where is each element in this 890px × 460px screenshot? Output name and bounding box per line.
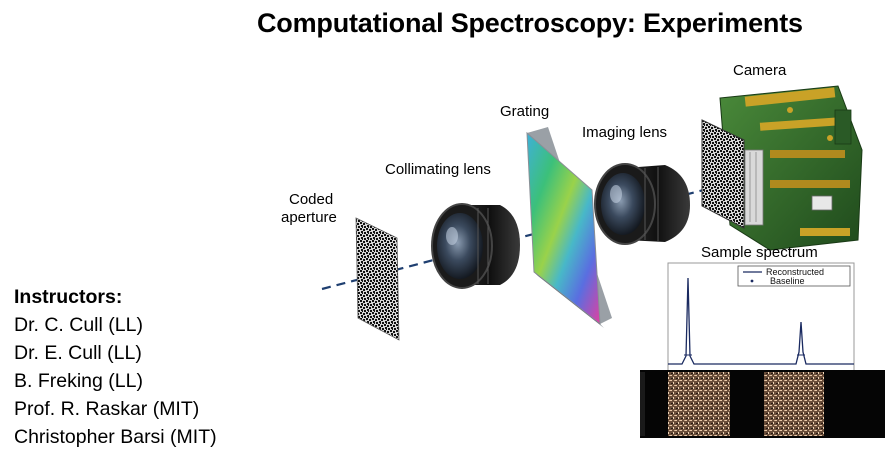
plot-legend (737, 265, 851, 287)
sensor-image-strip (640, 370, 885, 438)
instructor-item: B. Freking (LL) (14, 370, 143, 392)
instructor-item: Dr. E. Cull (LL) (14, 342, 142, 364)
sample-spectrum-label: Sample spectrum (701, 244, 818, 261)
reconstructed-peak-1 (668, 277, 790, 365)
collimating-lens-icon (431, 203, 520, 289)
instructor-item: Dr. C. Cull (LL) (14, 314, 143, 336)
diffraction-grating-icon (526, 127, 612, 328)
legend-baseline: Baseline (770, 276, 805, 286)
imaging-lens-label: Imaging lens (582, 124, 668, 141)
coded-aperture-label-line2: aperture (281, 209, 337, 226)
instructors-list: Instructors: Dr. C. Cull (LL) Dr. E. Cul… (14, 283, 217, 451)
imaging-lens-icon (594, 163, 690, 245)
collimating-lens-label: Collimating lens (385, 161, 491, 178)
instructor-item: Christopher Barsi (MIT) (14, 426, 217, 448)
coded-aperture-mask-icon (355, 217, 400, 341)
instructors-heading: Instructors: (14, 286, 123, 308)
legend-reconstructed: Reconstructed (766, 267, 824, 277)
camera-board-icon (701, 85, 863, 251)
reconstructed-peak-2 (790, 321, 854, 365)
instructor-item: Prof. R. Raskar (MIT) (14, 398, 200, 420)
page-title: Computational Spectroscopy: Experiments (257, 8, 803, 38)
coded-aperture-label-line1: Coded (289, 191, 334, 208)
camera-label: Camera (733, 62, 787, 79)
grating-label: Grating (500, 103, 550, 120)
sample-spectrum-plot: Reconstructed Baseline (667, 262, 855, 372)
